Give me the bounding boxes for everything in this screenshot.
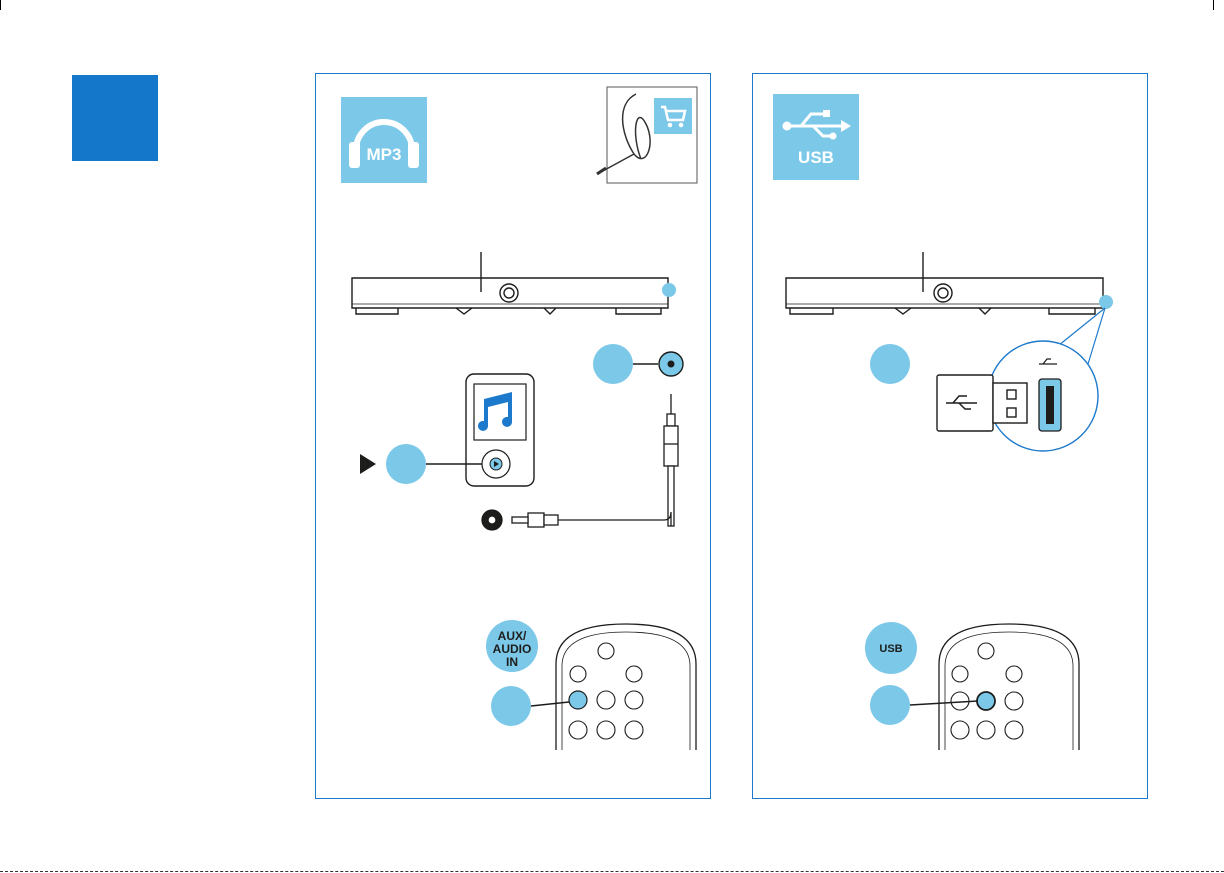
aux-socket-callout: [593, 344, 683, 384]
aux-button-highlight: [569, 691, 587, 709]
aux-label-line2: AUDIO: [493, 642, 532, 656]
crop-mark-top-left: [0, 0, 1, 10]
mp3-player: [466, 374, 534, 486]
aux-label-line3: IN: [506, 655, 518, 669]
usb-remote-label: USB: [865, 622, 917, 674]
remote-control: [939, 624, 1079, 750]
mp3-label: MP3: [367, 145, 402, 164]
trim-line: [0, 871, 1224, 872]
play-step-callout: [360, 444, 482, 484]
insert-step-callout: [870, 344, 910, 384]
usb-remote-text: USB: [879, 643, 902, 655]
aux-label-line1: AUX/: [498, 629, 527, 643]
mp3-source-tile: MP3: [341, 97, 427, 183]
step-marker: [72, 75, 158, 161]
speaker-unit: [786, 252, 1103, 314]
play-arrow-icon: [360, 454, 376, 474]
usb-port-highlight: [1099, 295, 1113, 309]
shopping-cart-icon: [654, 98, 692, 134]
mp3-panel: MP3: [315, 73, 711, 799]
aux-remote-label: AUX/ AUDIO IN: [486, 620, 538, 672]
usb-port-zoom: [988, 308, 1105, 451]
crop-mark-top-right: [1213, 0, 1214, 10]
speaker-unit: [352, 252, 668, 314]
usb-panel: USB: [752, 73, 1148, 799]
aux-port-highlight: [662, 283, 676, 297]
usb-flash-drive: [937, 375, 1027, 431]
remote-control: [556, 624, 696, 750]
usb-button-highlight: [977, 692, 995, 710]
usb-label: USB: [798, 148, 834, 167]
audio-cable-accessory: [597, 87, 697, 183]
usb-source-tile: USB: [773, 94, 859, 180]
